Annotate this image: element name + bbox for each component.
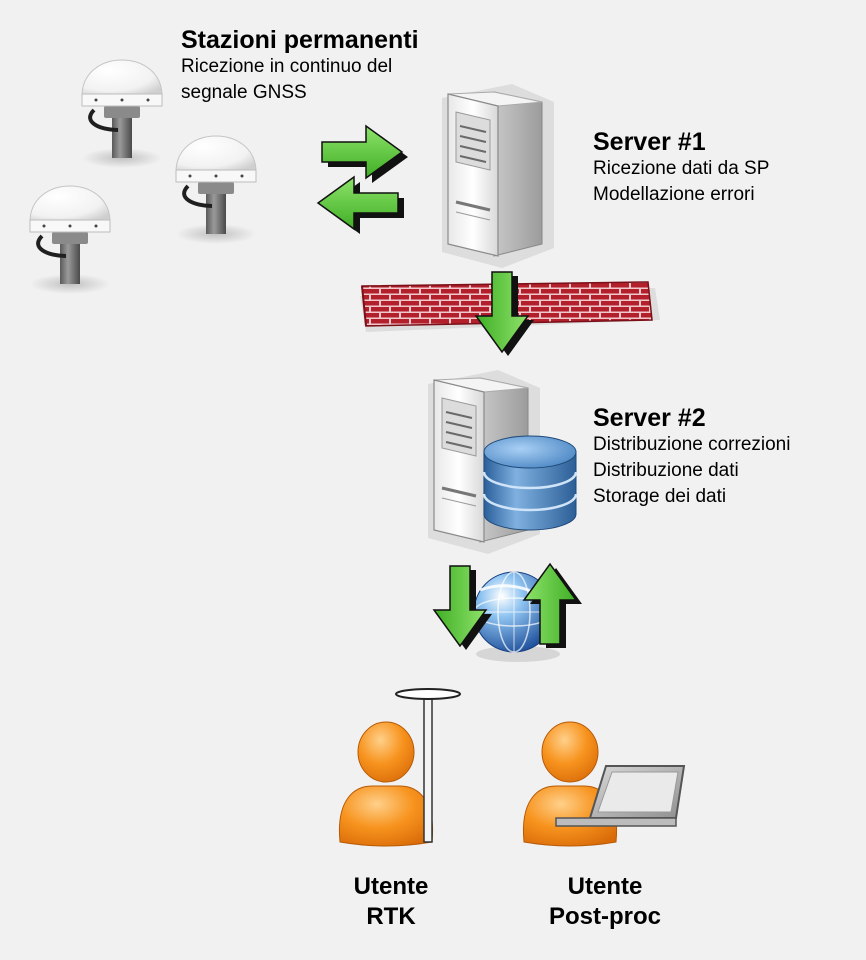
server-2-title: Server #2: [593, 404, 706, 432]
rtk-user-label: Utente RTK: [291, 872, 491, 932]
server-1-line-2: Modellazione errori: [593, 184, 755, 205]
postproc-user-line-1: Utente: [567, 873, 643, 900]
server-1-icon: [440, 82, 556, 270]
laptop-icon: [555, 765, 686, 827]
rtk-user-icon: [338, 688, 461, 847]
server-2-line-2: Distribuzione dati: [593, 460, 739, 481]
server-2-label: Server #2 Distribuzione correzioni Distr…: [593, 404, 790, 510]
arrow-to-server1-icon: [321, 125, 408, 183]
stations-title: Stazioni permanenti: [181, 26, 419, 54]
database-icon: [482, 435, 578, 531]
rtk-user-line-1: Utente: [353, 873, 429, 900]
gnss-antenna-icon: [80, 58, 164, 170]
stations-label: Stazioni permanenti Ricezione in continu…: [181, 26, 419, 106]
server-2-line-1: Distribuzione correzioni: [593, 434, 791, 455]
server-1-title: Server #1: [593, 128, 706, 156]
rtk-user-line-2: RTK: [366, 903, 416, 930]
postproc-user-label: Utente Post-proc: [505, 872, 705, 932]
gnss-antenna-icon: [28, 184, 112, 296]
server-1-line-1: Ricezione dati da SP: [593, 158, 770, 179]
stations-line-1: Ricezione in continuo del: [181, 56, 393, 77]
gnss-antenna-icon: [174, 134, 258, 246]
server-1-label: Server #1 Ricezione dati da SP Modellazi…: [593, 128, 769, 208]
postproc-user-line-2: Post-proc: [548, 903, 661, 930]
server-2-line-3: Storage dei dati: [593, 486, 727, 507]
arrow-from-server1-icon: [317, 176, 404, 234]
stations-line-2: segnale GNSS: [181, 82, 307, 103]
